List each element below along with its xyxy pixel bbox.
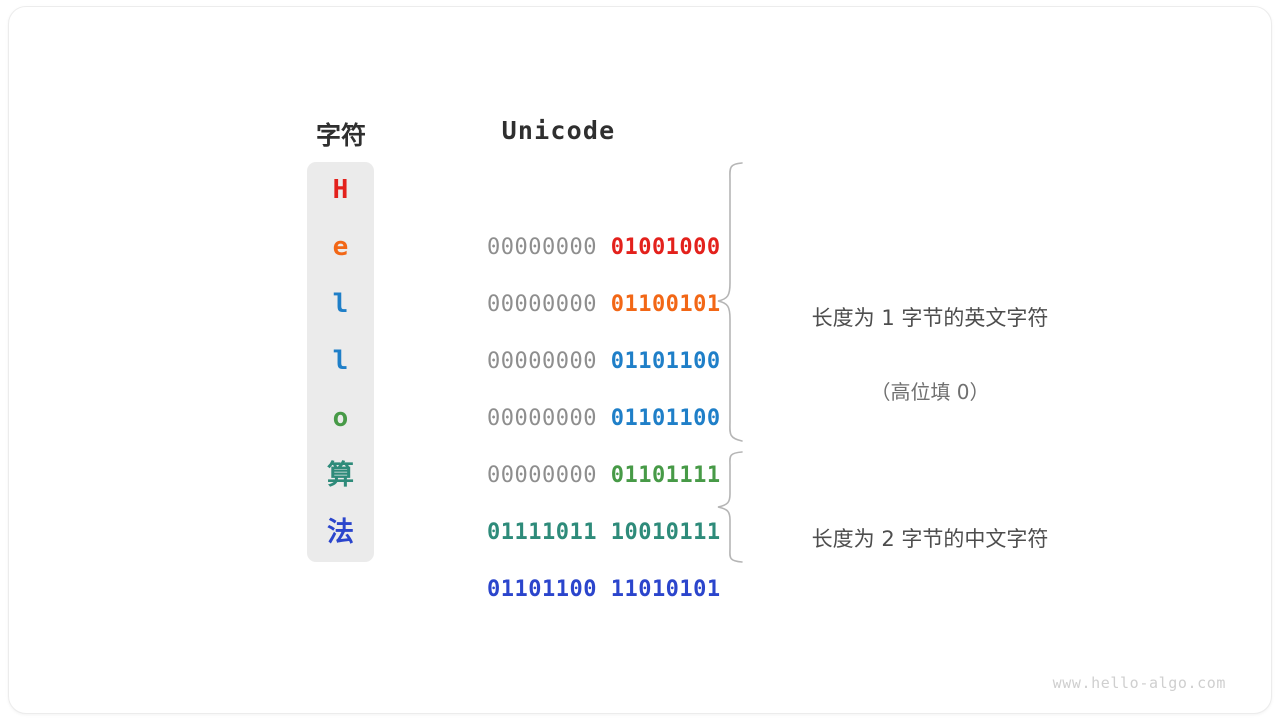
character-cell: 算 (327, 460, 354, 491)
unicode-cell: 00000000 01101100 (432, 276, 720, 447)
unicode-cell: 01111011 10010111 (432, 447, 720, 618)
character-cell: 法 (327, 517, 354, 548)
unicode-high-byte: 00000000 (486, 463, 611, 488)
annotation-ascii-main: 长度为 1 字节的英文字符 (811, 306, 1049, 330)
unicode-high-byte: 00000000 (486, 292, 611, 317)
unicode-low-byte: 10010111 (610, 520, 721, 545)
unicode-high-byte: 01111011 (486, 520, 611, 545)
unicode-low-byte: 01101111 (610, 463, 721, 488)
unicode-low-byte: 11010101 (610, 577, 721, 602)
unicode-high-byte: 00000000 (486, 406, 611, 431)
unicode-cell: 00000000 01001000 (432, 162, 720, 333)
unicode-low-byte: 01101100 (610, 349, 721, 374)
watermark-url: www.hello-algo.com (1052, 674, 1226, 692)
unicode-cell: 00000000 01101111 (432, 390, 720, 561)
character-cell: o (332, 403, 349, 433)
unicode-cell: 00000000 01101100 (432, 333, 720, 504)
unicode-low-byte: 01001000 (610, 235, 721, 260)
annotation-cjk: 长度为 2 字节的中文字符 (770, 483, 1090, 595)
unicode-high-byte: 00000000 (486, 235, 611, 260)
character-cell: l (332, 289, 349, 319)
column-header-unicode: Unicode (501, 116, 616, 145)
annotation-cjk-main: 长度为 2 字节的中文字符 (811, 527, 1049, 551)
column-header-character: 字符 (315, 122, 366, 150)
annotation-ascii: 长度为 1 字节的英文字符 （高位填 0） (770, 262, 1090, 448)
character-cell: e (332, 232, 349, 262)
unicode-high-byte: 00000000 (486, 349, 611, 374)
unicode-low-byte: 01100101 (610, 292, 721, 317)
character-column-background (307, 162, 374, 562)
unicode-low-byte: 01101100 (610, 406, 721, 431)
unicode-cell: 01101100 11010101 (432, 504, 720, 675)
unicode-high-byte: 01101100 (486, 577, 611, 602)
figure-card (8, 6, 1272, 714)
unicode-cell: 00000000 01100101 (432, 219, 720, 390)
character-cell: l (332, 346, 349, 376)
character-cell: H (332, 175, 349, 205)
annotation-ascii-sub: （高位填 0） (870, 380, 990, 404)
